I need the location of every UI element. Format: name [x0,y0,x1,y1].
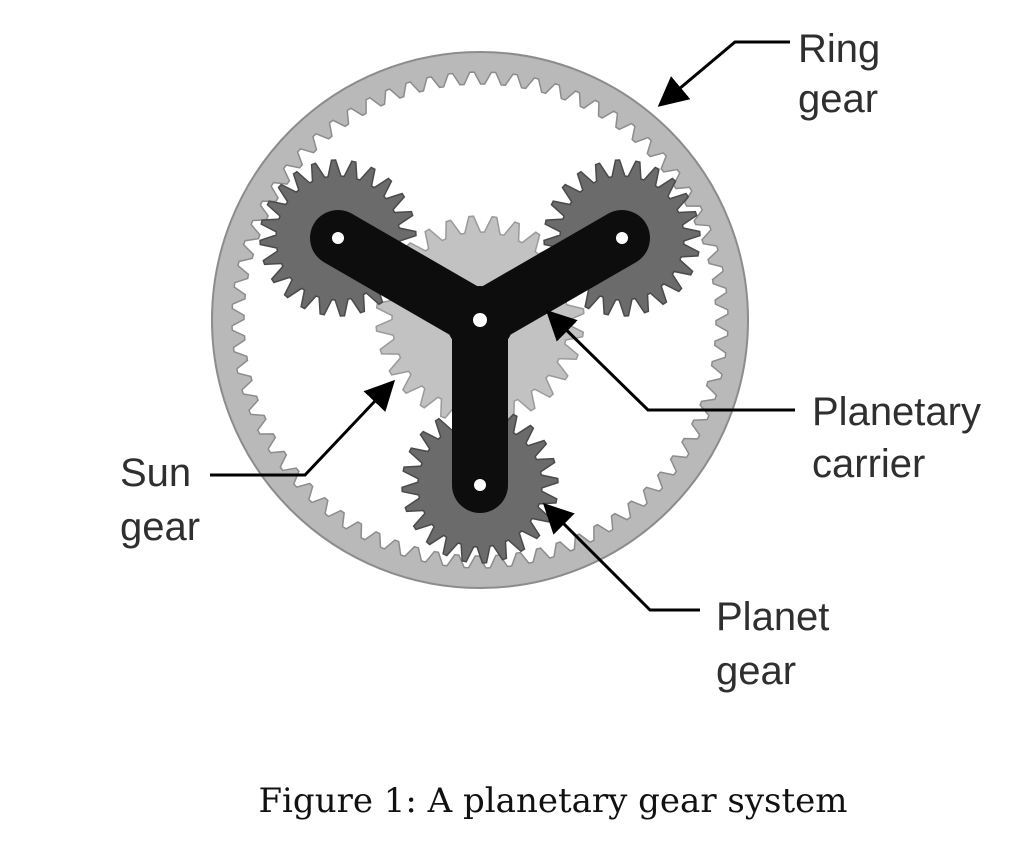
planet-gear-label-line1: Planet [716,595,829,639]
ring-gear-label: Ring gear [798,27,891,121]
pivot-hole-center [473,313,487,327]
sun-gear-label: Sun gear [120,451,202,549]
planetary-carrier-label-line2: carrier [812,442,925,486]
planet-gear-arrow [542,502,700,612]
planetary-carrier-label-line1: Planetary [812,390,981,434]
planet-gear-label: Planet gear [716,595,841,693]
figure-caption: Figure 1: A planetary gear system [258,781,847,821]
leader-lines [210,40,795,612]
sun-gear-label-line2: gear [120,505,200,549]
ring-gear-label-line1: Ring [798,27,880,71]
planetary-carrier [310,210,650,513]
sun-gear-label-line1: Sun [120,451,191,495]
ring-gear-label-line2: gear [798,77,878,121]
pivot-hole-right [616,232,628,244]
sun-gear-arrow [210,379,396,477]
planetary-carrier-arrow [545,309,795,412]
ring-gear-arrow [657,40,790,107]
pivot-hole-bottom [474,479,486,491]
planet-gear-label-line2: gear [716,649,796,693]
pivot-hole-left [332,232,344,244]
planetary-carrier-label: Planetary carrier [812,390,992,486]
